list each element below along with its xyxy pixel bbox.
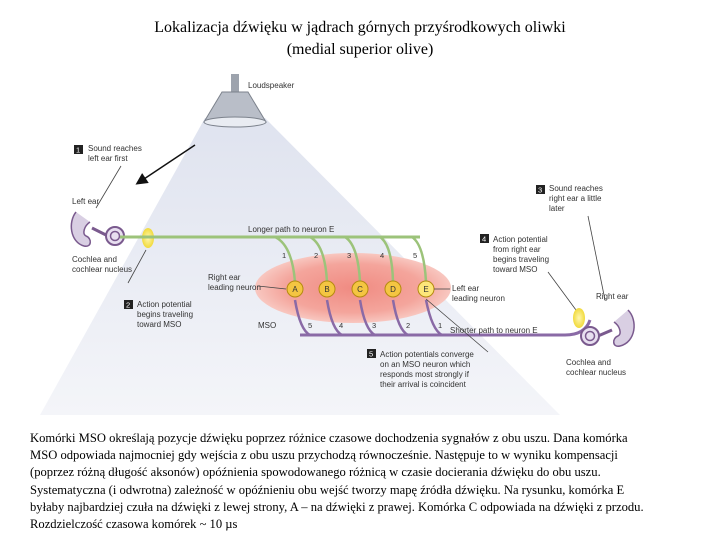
step-2-leader [127,249,147,284]
mso-label: MSO [258,321,276,330]
neuron-label: C [357,285,363,294]
path-number: 1 [282,251,286,260]
path-number: 2 [406,321,410,330]
step-3-label: Sound reaches right ear a little later [549,184,605,213]
page-title: Lokalizacja dźwięku w jądrach górnych pr… [154,19,566,36]
shorter-path-label: Shorter path to neuron E [450,326,538,335]
step-number-3-text: 3 [538,186,542,195]
right-axon-branches [293,299,443,337]
step-number-5-text: 5 [369,350,373,359]
loudspeaker-label: Loudspeaker [248,81,295,90]
right-ear-label: Right ear [596,292,629,301]
step-5-label: Action potentials converge on an MSO neu… [380,350,476,389]
caption-line: Rozdzielczość czasowa komórek ~ 10 µs [30,517,238,532]
neuron-label: E [423,285,428,294]
neuron-labels: A B C D E [292,285,428,294]
neuron-c [351,280,369,298]
step-3-leader [587,215,606,301]
right-action-potential [573,308,585,328]
step-number-4 [480,234,489,243]
path-number: 4 [339,321,343,330]
step-number-2 [124,300,133,309]
neuron-label: A [292,285,298,294]
neuron-b [318,280,336,298]
step-1-label: Sound reaches left ear first [88,144,144,163]
step-1-leader [95,165,122,209]
right-cochlea-label: Cochlea and cochlear nucleus [566,358,626,377]
path-number: 3 [347,251,351,260]
neuron-label: D [390,285,396,294]
right-cochlea-icon [580,309,635,347]
mso-diagram: Loudspeaker 1 Sound reaches left ear fir… [40,74,635,415]
step-number-3 [536,185,545,194]
caption-line: Komórki MSO określają pozycje dźwięku po… [30,431,628,445]
left-ear-label: Left ear [72,197,99,206]
path-number: 5 [308,321,312,330]
top-path-numbers: 1 2 3 4 5 [282,251,417,260]
path-number: 4 [380,251,384,260]
step-number-1 [74,145,83,154]
path-number: 5 [413,251,417,260]
caption: Komórki MSO określają pozycje dźwięku po… [30,430,720,533]
left-ear-leading-neuron-label: Left ear leading neuron [452,284,505,303]
neuron-a [286,280,304,298]
step-4-leader [547,271,577,311]
step-2-label: Action potential begins traveling toward… [137,300,195,329]
loudspeaker-icon [203,74,267,128]
neuron-d [384,280,402,298]
step-5-leader [425,298,489,353]
step-number-5 [367,349,376,358]
caption-line: byłaby najbardziej czuła na dźwięki z le… [30,499,644,514]
left-axon-branches [274,235,428,283]
left-cochlea-icon [70,211,125,247]
right-ear-neuron-leader [257,285,287,290]
right-axon [300,319,592,337]
step-4-label: Action potential from right ear begins t… [493,235,551,274]
neuron-label: B [324,285,329,294]
left-cochlea-label: Cochlea and cochlear nucleus [72,255,132,274]
path-number: 2 [314,251,318,260]
bottom-path-numbers: 5 4 3 2 1 [308,321,442,330]
path-number: 1 [438,321,442,330]
caption-line: Systematyczna (i odwrotna) zależność w o… [30,482,625,497]
step-number-2-text: 2 [126,301,130,310]
path-number: 3 [372,321,376,330]
step-number-4-text: 4 [482,235,486,244]
page-subtitle: (medial superior olive) [286,41,434,58]
mso-neurons [286,280,435,298]
right-ear-leading-neuron-label: Right ear leading neuron [208,273,261,292]
caption-line: MSO odpowiada najmocniej gdy wejścia z o… [30,448,618,463]
caption-line: (poprzez różną długość aksonów) opóźnien… [30,465,601,480]
longer-path-label: Longer path to neuron E [248,225,334,234]
step-number-1-text: 1 [76,146,80,155]
sound-arrow [135,144,196,185]
